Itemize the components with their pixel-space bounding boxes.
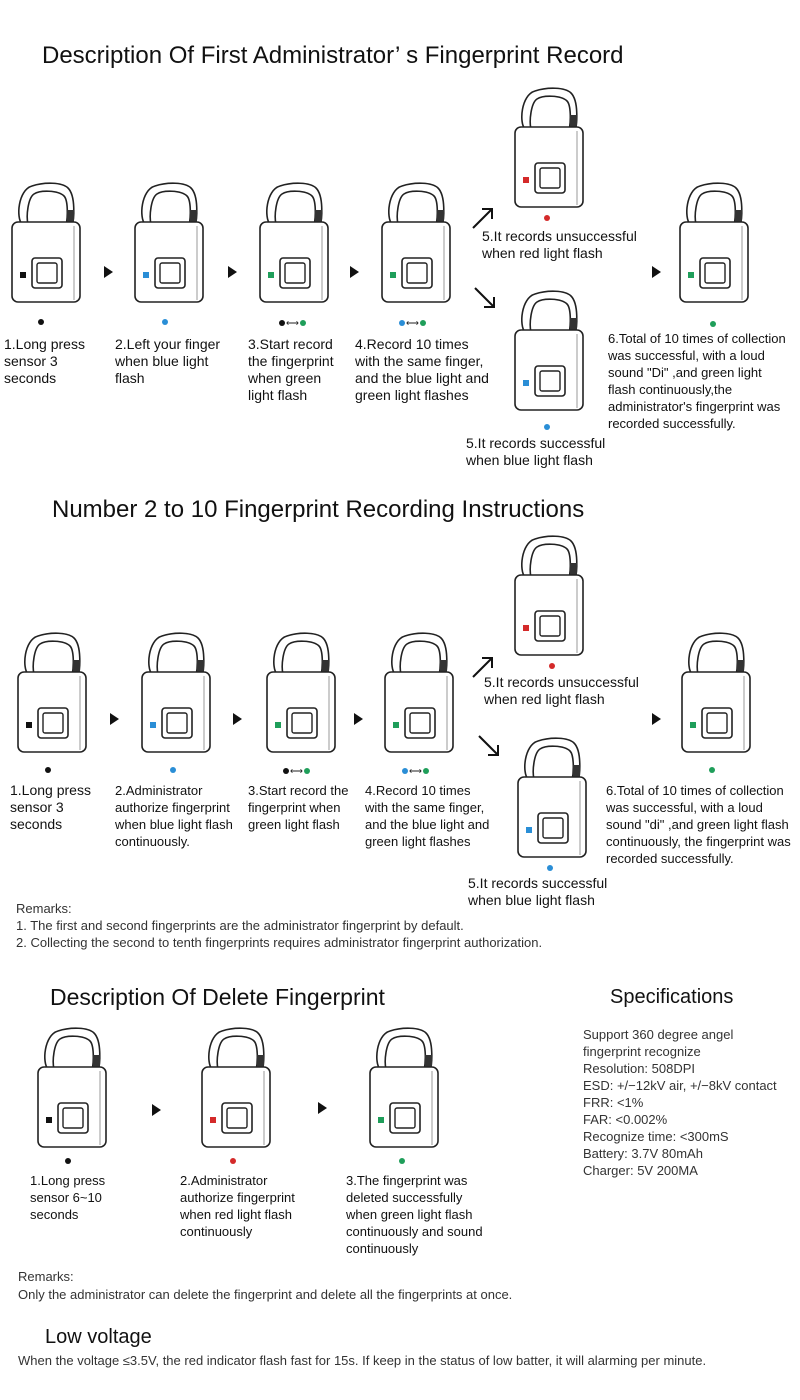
led-indicator [399, 1158, 405, 1164]
low-voltage-title: Low voltage [45, 1326, 152, 1348]
padlock-icon [36, 1025, 108, 1150]
arrow-right-icon [233, 713, 242, 725]
remarks-label: Remarks: [16, 901, 72, 916]
step-caption: 6.Total of 10 times of collection was su… [608, 331, 786, 431]
padlock-icon [10, 180, 82, 305]
remarks-text: Only the administrator can delete the fi… [18, 1287, 513, 1302]
arrow-up-right-icon [472, 657, 493, 678]
padlock-icon [513, 85, 585, 210]
arrow-down-right-icon [478, 735, 499, 756]
section1-title: Description Of First Administrator’ s Fi… [42, 42, 624, 69]
padlock-icon [516, 735, 588, 860]
padlock-icon [265, 630, 337, 755]
arrow-down-right-icon [474, 287, 495, 308]
low-voltage-text: When the voltage ≤3.5V, the red indicato… [18, 1353, 707, 1368]
padlock-icon [513, 288, 585, 413]
step-caption: 1.Long press sensor 3 seconds [10, 782, 91, 832]
padlock-icon [368, 1025, 440, 1150]
led-indicator [230, 1158, 236, 1164]
padlock-icon [380, 180, 452, 305]
led-indicator [45, 767, 51, 773]
step-caption: 3.The fingerprint was deleted successful… [346, 1173, 483, 1256]
step-caption: 3.Start record the fingerprint when gree… [248, 783, 349, 832]
padlock-icon [133, 180, 205, 305]
led-pair-indicator: ⟷ [399, 318, 426, 327]
arrow-right-icon [228, 266, 237, 278]
led-indicator [547, 865, 553, 871]
padlock-icon [383, 630, 455, 755]
arrow-right-icon [354, 713, 363, 725]
led-pair-indicator: ⟷ [279, 318, 306, 327]
step-caption: 5.It records unsuccessful when red light… [482, 228, 637, 261]
step-caption: 4.Record 10 times with the same finger, … [355, 336, 489, 403]
led-indicator [65, 1158, 71, 1164]
section2-title: Number 2 to 10 Fingerprint Recording Ins… [52, 496, 585, 523]
led-indicator [710, 321, 716, 327]
led-indicator [544, 215, 550, 221]
arrow-up-right-icon [472, 208, 493, 229]
step-caption: 2.Administrator authorize fingerprint wh… [180, 1173, 295, 1239]
led-indicator [709, 767, 715, 773]
section3-title: Description Of Delete Fingerprint [50, 984, 385, 1010]
padlock-icon [678, 180, 750, 305]
padlock-icon [140, 630, 212, 755]
led-indicator [549, 663, 555, 669]
led-indicator [162, 319, 168, 325]
arrow-right-icon [318, 1102, 327, 1114]
step-caption: 5.It records successful when blue light … [466, 435, 606, 468]
step-caption: 2.Left your finger when blue light flash [115, 336, 221, 386]
specs-title: Specifications [610, 986, 734, 1008]
step-caption: 2.Administrator authorize fingerprint wh… [115, 783, 233, 849]
arrow-right-icon [350, 266, 359, 278]
padlock-icon [513, 533, 585, 658]
arrow-right-icon [152, 1104, 161, 1116]
arrow-right-icon [652, 266, 661, 278]
step-caption: 1.Long press sensor 6~10 seconds [30, 1173, 106, 1222]
step-caption: 5.It records successful when blue light … [468, 875, 608, 908]
step-caption: 1.Long press sensor 3 seconds [4, 336, 85, 386]
remarks-label: Remarks: [18, 1269, 74, 1284]
arrow-right-icon [104, 266, 113, 278]
step-caption: 6.Total of 10 times of collection was su… [606, 783, 791, 866]
arrow-right-icon [110, 713, 119, 725]
remarks-text: 1. The first and second fingerprints are… [16, 918, 543, 950]
led-indicator [38, 319, 44, 325]
padlock-icon [16, 630, 88, 755]
led-pair-indicator: ⟷ [402, 766, 429, 775]
arrow-right-icon [652, 713, 661, 725]
led-indicator [170, 767, 176, 773]
step-caption: 4.Record 10 times with the same finger, … [365, 783, 490, 849]
step-caption: 5.It records unsuccessful when red light… [484, 674, 639, 707]
padlock-icon [258, 180, 330, 305]
led-indicator [544, 424, 550, 430]
led-pair-indicator: ⟷ [283, 766, 310, 775]
padlock-icon [200, 1025, 272, 1150]
step-caption: 3.Start record the fingerprint when gree… [248, 336, 334, 403]
specs-list: Support 360 degree angel fingerprint rec… [583, 1027, 777, 1178]
padlock-icon [680, 630, 752, 755]
